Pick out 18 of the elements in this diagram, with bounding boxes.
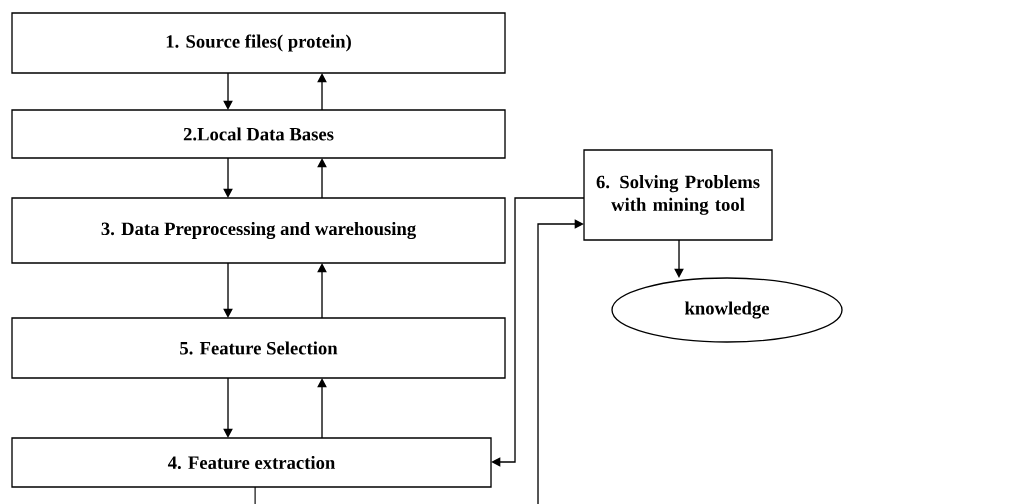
arrow xyxy=(223,262,233,318)
ellipse-node: knowledge xyxy=(611,277,843,343)
arrow xyxy=(223,157,233,198)
arrow xyxy=(223,72,233,110)
arrow xyxy=(317,73,327,111)
arrow xyxy=(317,263,327,319)
arrow xyxy=(491,197,585,467)
process-box: 6. Solving Problems with mining tool xyxy=(583,149,773,241)
process-box: 5. Feature Selection xyxy=(11,317,506,379)
arrow xyxy=(317,378,327,439)
process-box: 4. Feature extraction xyxy=(11,437,492,488)
process-box: 2.Local Data Bases xyxy=(11,109,506,159)
process-box: 1. Source files( protein) xyxy=(11,12,506,74)
process-box: 3. Data Preprocessing and warehousing xyxy=(11,197,506,264)
arrow xyxy=(317,158,327,199)
arrow xyxy=(223,377,233,438)
arrow xyxy=(254,219,584,504)
arrow xyxy=(674,239,684,278)
